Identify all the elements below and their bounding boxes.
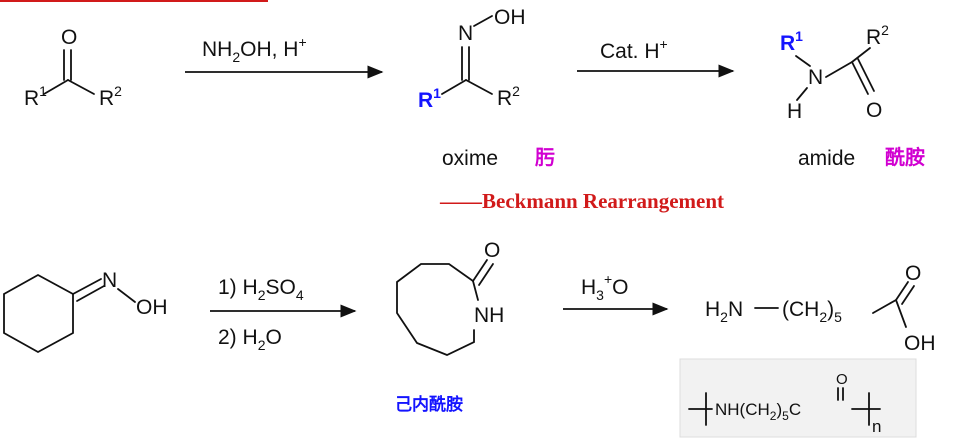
acid-chain-c-bond <box>872 299 897 314</box>
oxime2-hydroxyl: OH <box>136 296 168 319</box>
amide-r1n-bond <box>795 55 811 67</box>
amide-co-bond-2 <box>857 58 875 92</box>
ketone-oxygen: O <box>61 26 77 49</box>
ketone-r1: R1 <box>24 83 47 110</box>
lactam-co-bond-2 <box>478 263 494 286</box>
lactam-nh: NH <box>474 304 504 327</box>
acid-oxygen: O <box>905 262 921 285</box>
amide-oxygen: O <box>866 99 882 122</box>
acid-coh-bond <box>895 299 907 328</box>
cyclohexanone-oxime: N OH <box>3 269 168 354</box>
oxime-no-bond <box>473 15 493 27</box>
amide-r2: R2 <box>866 22 889 49</box>
amide-cr2-bond <box>851 47 871 63</box>
polymer-panel <box>679 358 917 438</box>
lactam-oxygen: O <box>484 239 500 262</box>
step1-reagent: NH2OH, H+ <box>202 34 307 65</box>
lactam-co-bond-1 <box>472 259 488 282</box>
amide-nh-bond <box>796 87 808 101</box>
acid-co-bond-2 <box>901 285 915 305</box>
step4-arrow-group: H3+O <box>563 271 669 316</box>
nylon-repeat-unit: NH(CH2)5C O n <box>679 358 917 438</box>
reaction-title: ——Beckmann Rearrangement <box>439 189 724 213</box>
step1-arrow-group: NH2OH, H+ <box>185 34 384 79</box>
lactam-cn-bond <box>472 280 479 301</box>
amide-co-bond-1 <box>851 61 869 95</box>
ring-cn-bond-1 <box>72 278 102 295</box>
polymer-unit: NH(CH2)5C <box>715 400 801 423</box>
amide-hydrogen: H <box>787 100 802 123</box>
amide-structure: R1 N H R2 O amide 酰胺 <box>780 22 925 170</box>
step4-reagent: H3+O <box>581 271 629 303</box>
oxime-structure: N OH R1 R2 oxime 肟 <box>418 6 555 170</box>
amide-label-zh: 酰胺 <box>885 145 925 169</box>
oxime2-no-bond <box>117 288 136 303</box>
ketone-bond-left <box>43 79 69 95</box>
polymer-n: n <box>872 417 881 436</box>
polymer-oxygen: O <box>836 371 848 388</box>
oxime-bond-left <box>441 79 467 95</box>
amide-label: amide <box>798 147 855 170</box>
step2-reagent: Cat. H+ <box>600 36 668 63</box>
amide-r1: R1 <box>780 28 803 55</box>
oxime-r2: R2 <box>497 83 520 110</box>
step3-condition-2: 2) H2O <box>218 326 282 353</box>
ketone-bond-right <box>67 79 95 95</box>
amide-nc-bond <box>825 61 853 78</box>
oxime-label-zh: 肟 <box>535 146 555 169</box>
oxime-nitrogen: N <box>458 22 473 45</box>
amide-nitrogen: N <box>808 66 823 89</box>
acid-chain: (CH2)5 <box>782 298 842 325</box>
step3-condition-1: 1) H2SO4 <box>218 276 304 303</box>
aminocaproic-acid: H2N (CH2)5 O OH <box>705 262 936 355</box>
ring-cn-bond-2 <box>76 285 105 302</box>
lactam-label-zh: 己内酰胺 <box>395 394 463 414</box>
step2-arrow-group: Cat. H+ <box>577 36 735 78</box>
oxime-hydroxyl: OH <box>494 6 526 29</box>
oxime-r1: R1 <box>418 85 441 112</box>
oxime-bond-right <box>465 79 493 95</box>
oxime-label: oxime <box>442 147 498 170</box>
cyclohexane-ring <box>3 273 74 354</box>
ketone-r2: R2 <box>99 83 122 110</box>
caprolactam-structure: O NH 己内酰胺 <box>395 239 504 414</box>
acid-co-bond-1 <box>895 281 909 301</box>
oxime2-nitrogen: N <box>102 269 117 292</box>
ketone-structure: O R1 R2 <box>24 26 122 110</box>
acid-amine: H2N <box>705 298 743 325</box>
acid-hydroxyl: OH <box>904 332 936 355</box>
step3-arrow-group: 1) H2SO4 2) H2O <box>210 276 357 353</box>
lactam-ring <box>396 263 475 356</box>
